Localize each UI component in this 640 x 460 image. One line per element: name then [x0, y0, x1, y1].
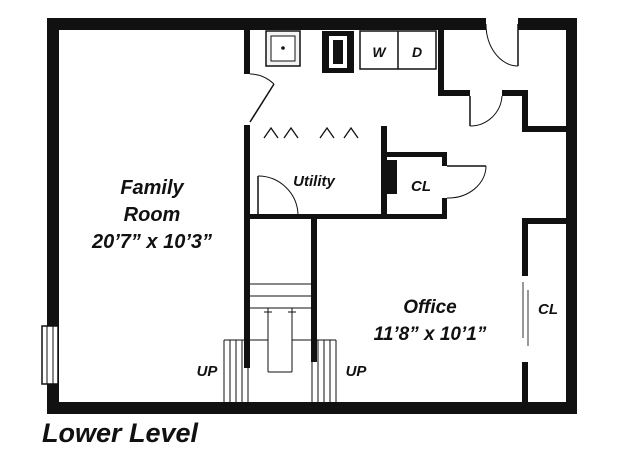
family-room-label-line2: Room — [124, 204, 181, 226]
dryer-label: D — [412, 44, 422, 60]
closet-sliding-door — [522, 282, 529, 346]
office-size: 11’8” x 10’1” — [374, 324, 487, 345]
entry-door — [485, 17, 519, 67]
window-left — [41, 325, 59, 385]
stairs-up-left-label: UP — [197, 363, 219, 380]
laundry-fixtures: W D — [265, 30, 437, 73]
bifold-doors — [263, 126, 359, 139]
family-room-size: 20’7” x 10’3” — [91, 231, 212, 253]
utility-room-label: Utility — [293, 173, 335, 190]
washer-label: W — [372, 44, 387, 60]
door-swings — [249, 73, 503, 215]
staircase — [223, 283, 337, 402]
family-room-label-line1: Family — [120, 177, 184, 199]
right-closet-label: CL — [538, 301, 558, 318]
closet-shelf — [387, 160, 397, 194]
interior-walls — [244, 30, 566, 402]
stairs-up-right-label: UP — [346, 363, 368, 380]
exterior-walls — [47, 18, 577, 414]
center-closet-label: CL — [411, 178, 431, 195]
plan-title: Lower Level — [42, 418, 199, 448]
office-label: Office — [403, 297, 457, 318]
